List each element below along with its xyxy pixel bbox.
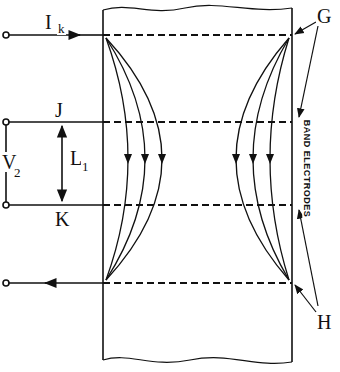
current-line <box>270 38 289 280</box>
terminal <box>3 32 9 38</box>
potential-lead <box>9 204 103 206</box>
dimension-arrow <box>61 134 63 194</box>
current-line <box>253 38 289 280</box>
current-arrowhead <box>249 154 257 164</box>
leader-line <box>295 285 316 312</box>
leader-line <box>299 210 318 306</box>
subscript: k <box>57 22 66 35</box>
current-lead <box>9 282 47 284</box>
dimension-arrow <box>61 193 63 201</box>
subscript: 2 <box>13 166 22 179</box>
electrode-letter: J <box>54 100 64 120</box>
cylinder-edge <box>103 5 292 10</box>
subscript: 1 <box>81 160 90 173</box>
current-arrowhead <box>266 154 274 164</box>
band-electrode <box>103 204 292 206</box>
current-lead <box>78 34 103 36</box>
electrode-letter: G <box>316 6 332 26</box>
current-arrowhead <box>141 154 149 164</box>
band-electrode <box>103 34 292 36</box>
current-lead <box>45 282 103 284</box>
current-line <box>106 38 162 280</box>
current-line <box>106 38 145 280</box>
cylinder-wall <box>291 8 293 362</box>
band-electrodes-label: BAND ELECTRODES <box>302 118 311 218</box>
electrode-letter: K <box>54 209 70 229</box>
current-symbol: I <box>44 12 53 32</box>
electrode-letter: H <box>316 312 332 332</box>
potential-lead <box>9 121 103 123</box>
band-electrode <box>103 282 292 284</box>
current-arrowhead <box>158 154 166 164</box>
current-arrowhead <box>124 154 132 164</box>
leader-line <box>295 22 316 34</box>
cylinder-wall <box>102 10 104 360</box>
cylinder-edge <box>103 358 292 364</box>
terminal <box>3 119 9 125</box>
band-electrode <box>103 121 292 123</box>
current-lead <box>9 34 80 36</box>
current-line <box>106 38 128 280</box>
terminal <box>3 280 9 286</box>
current-arrowhead <box>232 154 240 164</box>
leader-line <box>299 26 318 117</box>
dimension-arrow <box>61 126 63 134</box>
terminal <box>3 202 9 208</box>
current-line <box>236 38 289 280</box>
